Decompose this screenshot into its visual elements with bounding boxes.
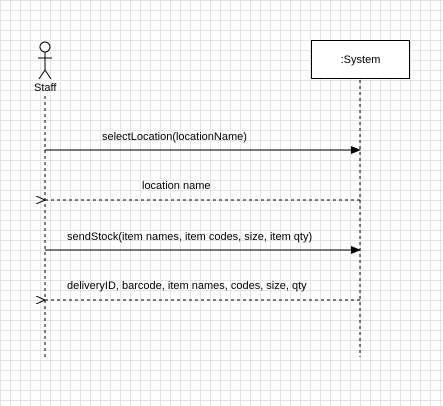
- message-label: deliveryID, barcode, item names, codes, …: [67, 280, 307, 292]
- message-label: sendStock(item names, item codes, size, …: [67, 231, 313, 243]
- system-lifeline-box[interactable]: :System: [311, 40, 410, 79]
- actor-label: Staff: [34, 82, 57, 94]
- message-label: selectLocation(locationName): [102, 131, 247, 143]
- system-label: :System: [340, 53, 381, 66]
- message-label: location name: [142, 180, 211, 192]
- stick-figure-icon[interactable]: [38, 41, 52, 80]
